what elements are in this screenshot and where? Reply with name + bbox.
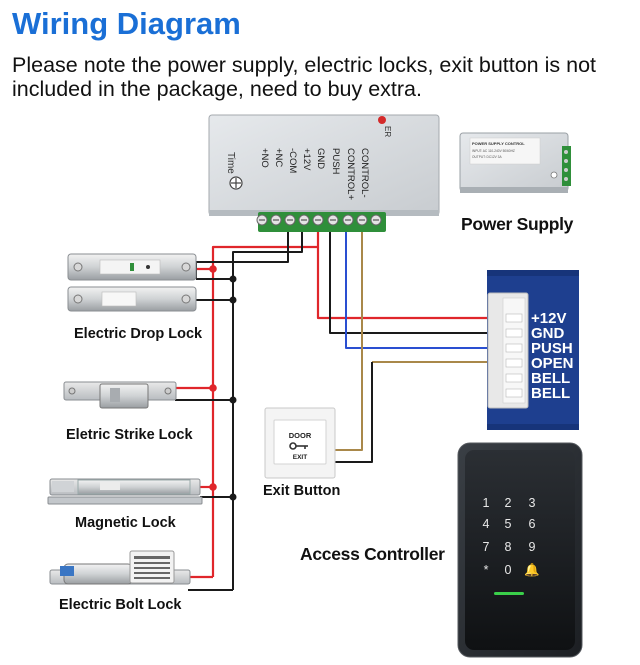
keypad-key[interactable]: 1 (483, 496, 490, 510)
connector-pin (505, 313, 523, 323)
connector-pin (505, 388, 523, 398)
ps-plate-title: POWER SUPPLY CONTROL (472, 141, 525, 146)
electric-drop-lock (67, 253, 197, 312)
magnetic-lock (47, 478, 203, 505)
connector-pin-label: PUSH (531, 340, 573, 357)
connector-pin-label: GND (531, 325, 565, 342)
connector-pin (505, 328, 523, 338)
terminal-label: PUSH (330, 148, 341, 175)
red-wires (175, 228, 490, 579)
ps-plate-line-1: INPUT: AC 110-240V 50/60HZ (472, 149, 515, 153)
connector-pin (505, 358, 523, 368)
exit-button-device: DOOR EXIT (264, 407, 336, 479)
connector-pin-label: BELL (531, 385, 570, 402)
blue-wire (345, 228, 490, 349)
connector-pin-label: BELL (531, 370, 570, 387)
access-controller: 1 2 3 4 5 6 7 8 9 * 0 🔔 (457, 442, 583, 658)
keypad-key[interactable]: 8 (505, 540, 512, 554)
tan-wire (335, 228, 363, 451)
indicator-led (378, 116, 386, 124)
keypad-key[interactable]: 3 (529, 496, 536, 510)
terminal-label: -COM (287, 148, 298, 173)
connector-pin (505, 373, 523, 383)
terminal-label: +NO (259, 148, 270, 168)
keypad-key[interactable]: 9 (529, 540, 536, 554)
exit-button-label: Exit Button (263, 483, 341, 499)
power-supply-label: Power Supply (461, 214, 574, 234)
electric-bolt-lock (49, 550, 191, 585)
connector-pin-label: OPEN (531, 355, 574, 372)
drop-lock-label: Electric Drop Lock (74, 326, 203, 342)
exit-face-top: DOOR (289, 431, 312, 440)
magnetic-lock-label: Magnetic Lock (75, 515, 176, 531)
keypad-key[interactable]: * (484, 563, 489, 577)
electric-strike-lock (63, 381, 177, 409)
status-led (494, 592, 524, 595)
terminal-label: CONTROL+ (345, 148, 356, 200)
terminal-label: +NC (273, 148, 284, 167)
black-wires (175, 228, 490, 591)
connector-pins (505, 313, 523, 398)
keypad: 1 2 3 4 5 6 7 8 9 * 0 🔔 (483, 496, 540, 577)
key-icon (289, 442, 308, 450)
ps-plate-line-2: OUTPUT: DC12V 3A (472, 155, 502, 159)
side-mark: ER (383, 126, 392, 137)
terminal-label: CONTROL- (359, 148, 370, 198)
terminal-screws (256, 214, 382, 226)
page-title: Wiring Diagram (12, 6, 241, 41)
keypad-key[interactable]: 0 (505, 563, 512, 577)
wires (175, 228, 490, 591)
package-note: Please note the power supply, electric l… (12, 53, 596, 101)
keypad-key[interactable]: 4 (483, 517, 490, 531)
power-supply: POWER SUPPLY CONTROL INPUT: AC 110-240V … (459, 132, 571, 193)
keypad-key[interactable]: 6 (529, 517, 536, 531)
strike-lock-label: Eletric Strike Lock (66, 427, 193, 443)
time-label: Time (225, 152, 236, 174)
access-controller-label: Access Controller (300, 544, 445, 564)
terminal-label: GND (315, 148, 326, 169)
keypad-key[interactable]: 7 (483, 540, 490, 554)
keypad-key[interactable]: 5 (505, 517, 512, 531)
connector-pin (505, 343, 523, 353)
junction-dots (209, 265, 237, 501)
keypad-key[interactable]: 🔔 (524, 563, 540, 577)
exit-face-bottom: EXIT (293, 454, 307, 461)
terminal-label: +12V (301, 148, 312, 171)
keypad-key[interactable]: 2 (505, 496, 512, 510)
bolt-lock-label: Electric Bolt Lock (59, 597, 182, 613)
connector-pin-label: +12V (531, 310, 566, 327)
